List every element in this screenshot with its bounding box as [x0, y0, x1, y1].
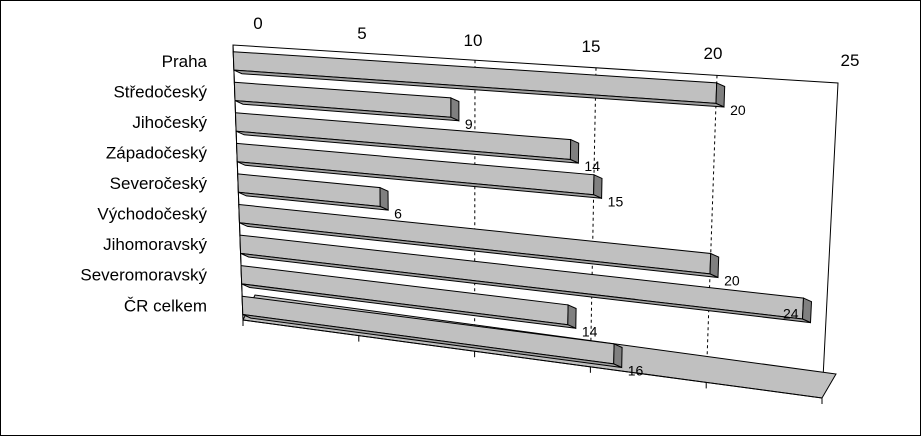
category-label-jihomoravsky: Jihomoravský: [103, 235, 207, 254]
x-tick-label-0: 0: [253, 14, 262, 33]
bar-end-vychodocesky: [709, 252, 720, 279]
x-tick-label-20: 20: [704, 44, 723, 63]
x-axis-line: [242, 319, 823, 399]
value-label-praha: 20: [730, 102, 746, 118]
x-tick-label-25: 25: [841, 51, 860, 70]
bar-bottom-jihocesky: [235, 130, 579, 164]
gridline-20: [705, 75, 718, 383]
value-label-severomoravsky: 14: [582, 323, 598, 339]
bar-bottom-praha: [233, 69, 725, 108]
bar-bottom-vychodocesky: [239, 222, 719, 278]
bar-end-praha: [715, 82, 726, 108]
value-label-jihomoravsky: 24: [783, 306, 799, 322]
x-tick-label-5: 5: [357, 24, 366, 43]
value-label-zapadocesky: 15: [608, 193, 624, 209]
gridline-15: [589, 67, 597, 367]
bar-bottom-severocesky: [238, 191, 389, 211]
category-label-severomoravsky: Severomoravský: [80, 266, 207, 285]
bar-bottom-jihomoravsky: [240, 252, 811, 324]
value-label-jihocesky: 14: [584, 158, 600, 174]
category-label-cr-celkem: ČR celkem: [124, 296, 207, 315]
category-label-severocesky: Severočeský: [110, 174, 208, 193]
category-label-praha: Praha: [162, 52, 208, 71]
value-label-cr-celkem: 16: [628, 363, 644, 379]
bar-bottom-stredocesky: [234, 100, 460, 122]
x-tick-label-10: 10: [464, 31, 483, 50]
bar-bottom-cr-celkem: [242, 314, 622, 368]
bar-bottom-zapadocesky: [236, 161, 602, 199]
value-label-vychodocesky: 20: [724, 273, 740, 289]
category-label-zapadocesky: Západočeský: [106, 143, 208, 162]
bar-end-jihomoravsky: [801, 297, 813, 324]
value-label-severocesky: 6: [394, 205, 402, 221]
category-label-jihocesky: Jihočeský: [132, 113, 207, 132]
value-label-stredocesky: 9: [465, 116, 473, 132]
x-tick-label-15: 15: [582, 37, 601, 56]
category-label-stredocesky: Středočeský: [113, 82, 207, 101]
category-label-vychodocesky: Východočeský: [97, 205, 207, 224]
bar-bottom-severomoravsky: [241, 283, 577, 329]
